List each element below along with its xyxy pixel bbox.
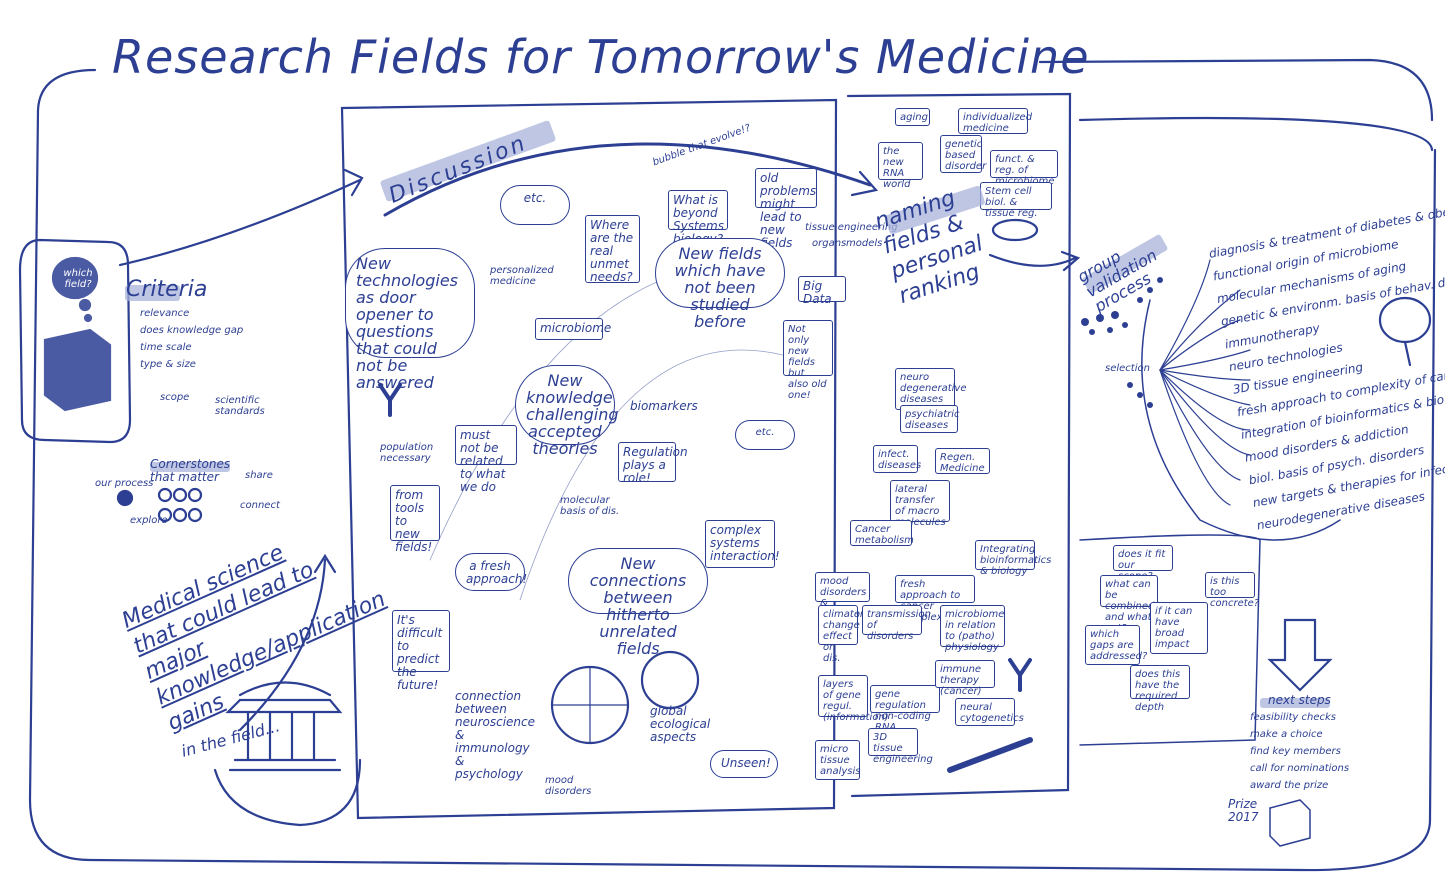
population-label: population necessary bbox=[380, 442, 434, 464]
biomarkers-label: biomarkers bbox=[630, 399, 698, 413]
micro-tissue-box: micro tissue analysis bbox=[815, 740, 861, 780]
question-depth: does this have the required depth bbox=[1130, 665, 1190, 713]
personalized-medicine-label: personalized medicine bbox=[490, 265, 554, 287]
must-not-related-box: must not be related to what we do bbox=[455, 425, 517, 494]
criteria-list: relevance does knowledge gap time scale … bbox=[140, 308, 243, 376]
criteria-item: type & size bbox=[140, 359, 196, 370]
board-title: Research Fields for Tomorrow's Medicine bbox=[112, 30, 1090, 84]
infect-diseases-box: infect. diseases bbox=[873, 445, 921, 473]
neurodegenerative-box: neuro degenerative diseases bbox=[895, 368, 967, 410]
rna-world-box: the new RNA world bbox=[878, 142, 923, 190]
genetic-disorder-box: genetic based disorder bbox=[940, 135, 986, 173]
etc-cloud-top: etc. bbox=[500, 185, 570, 225]
question-impact: if it can have broad impact bbox=[1150, 602, 1208, 654]
layers-gene-box: layers of gene regul. (information) bbox=[818, 675, 889, 723]
scope-label: scope bbox=[160, 392, 190, 403]
which-field-bubble: which field? bbox=[63, 268, 93, 290]
next-step-item: make a choice bbox=[1250, 729, 1323, 740]
microbiome-function-box: funct. & reg. of microbiome bbox=[990, 150, 1058, 187]
stem-cell-box: Stem cell biol. & tissue reg. bbox=[980, 182, 1052, 219]
psychiatric-box: psychiatric diseases bbox=[900, 405, 960, 433]
mood-disorders-label: mood disorders bbox=[545, 775, 592, 797]
global-ecological-label: global ecological aspects bbox=[650, 704, 711, 744]
models-label: models bbox=[846, 238, 883, 249]
next-step-item: award the prize bbox=[1250, 780, 1329, 791]
cornerstones-highlight bbox=[150, 462, 230, 472]
immune-therapy-box: immune therapy (cancer) bbox=[935, 660, 995, 697]
connect-label: connect bbox=[240, 500, 280, 511]
criteria-highlight bbox=[125, 285, 180, 301]
aging-box: aging bbox=[895, 108, 930, 126]
tissue-3d-box: 3D tissue engineering bbox=[868, 728, 933, 765]
microbiome-box: microbiome bbox=[535, 318, 611, 340]
regen-medicine-box: Regen. Medicine bbox=[935, 448, 990, 474]
cornerstones-heading: Cornerstones that matter bbox=[150, 457, 231, 484]
lateral-transfer-box: lateral transfer of macro molecules bbox=[890, 480, 950, 528]
next-steps-list: feasibility checks make a choice find ke… bbox=[1250, 712, 1349, 797]
question-combined: what can be combined and what not? bbox=[1100, 575, 1158, 634]
climate-change-box: climate change effect on dis. bbox=[818, 605, 860, 664]
new-connections-cloud: New connections between hitherto unrelat… bbox=[568, 548, 708, 657]
unmet-needs-box: Where are the real unmet needs? bbox=[585, 215, 640, 284]
integrating-bioinf-box: Integrating bioinformatics & biology bbox=[975, 540, 1051, 577]
fresh-approach-cloud: a fresh approach! bbox=[455, 553, 527, 591]
share-label: share bbox=[245, 470, 273, 481]
gene-regulation-box: gene regulation non-coding RNA bbox=[870, 685, 940, 733]
complex-systems-box: complex systems interaction! bbox=[705, 520, 780, 568]
beyond-systems-box: What is beyond Systems biology? bbox=[668, 190, 728, 246]
next-steps-highlight bbox=[1260, 698, 1330, 708]
selection-label: selection bbox=[1105, 363, 1150, 374]
big-data-box: Big Data bbox=[798, 276, 846, 306]
question-concrete: is this too concrete? bbox=[1205, 572, 1259, 609]
next-step-item: feasibility checks bbox=[1250, 712, 1336, 723]
individualized-medicine-box: individualized medicine bbox=[958, 108, 1032, 134]
cancer-metabolism-box: Cancer metabolism bbox=[850, 520, 914, 546]
molecular-basis-label: molecular basis of dis. bbox=[560, 495, 620, 517]
connection-neuro-label: connection between neuroscience & immuno… bbox=[455, 689, 536, 781]
next-step-item: find key members bbox=[1250, 746, 1341, 757]
old-problems-box: old problems might lead to new fields bbox=[755, 168, 817, 250]
microbiome-physiology-box: microbiome in relation to (patho) physio… bbox=[940, 605, 1005, 653]
criteria-item: time scale bbox=[140, 342, 192, 353]
new-technologies-cloud: New technologies as door opener to quest… bbox=[345, 248, 475, 391]
transmission-box: transmission of disorders bbox=[862, 605, 931, 642]
tissue-engineering-label: tissue engineering bbox=[805, 222, 898, 233]
scope-note: scientific standards bbox=[215, 395, 265, 417]
new-knowledge-cloud: New knowledge challenging accepted theor… bbox=[515, 365, 619, 457]
criteria-heading: Criteria bbox=[126, 277, 208, 302]
from-tools-box: from tools to new fields! bbox=[390, 485, 440, 554]
fresh-cancer-box: fresh approach to cancer complexity bbox=[895, 575, 975, 623]
next-steps-heading: next steps bbox=[1268, 693, 1331, 707]
new-fields-cloud: New fields which have not been studied b… bbox=[655, 238, 785, 330]
organs-label: organs bbox=[812, 238, 847, 249]
our-process-label: our process bbox=[95, 478, 154, 489]
etc-cloud-mid: etc. bbox=[735, 420, 795, 450]
question-gaps: which gaps are addressed? bbox=[1085, 625, 1147, 665]
regulation-box: Regulation plays a role! bbox=[618, 442, 688, 485]
criteria-item: relevance bbox=[140, 308, 190, 319]
neural-cytogenetics-box: neural cytogenetics bbox=[955, 698, 1024, 726]
next-step-item: call for nominations bbox=[1250, 763, 1350, 774]
mood-addiction-box: mood disorders & addiction bbox=[815, 572, 870, 620]
explore-label: explore bbox=[130, 515, 168, 526]
question-scope: does it fit our scope? bbox=[1113, 545, 1173, 582]
unseen-cloud: Unseen! bbox=[710, 750, 778, 778]
difficult-predict-box: It's difficult to predict the future! bbox=[392, 610, 450, 692]
signature: Prize 2017 bbox=[1228, 797, 1259, 824]
criteria-item: does knowledge gap bbox=[140, 325, 244, 336]
not-only-new-box: Not only new fields but also old one! bbox=[783, 320, 833, 401]
